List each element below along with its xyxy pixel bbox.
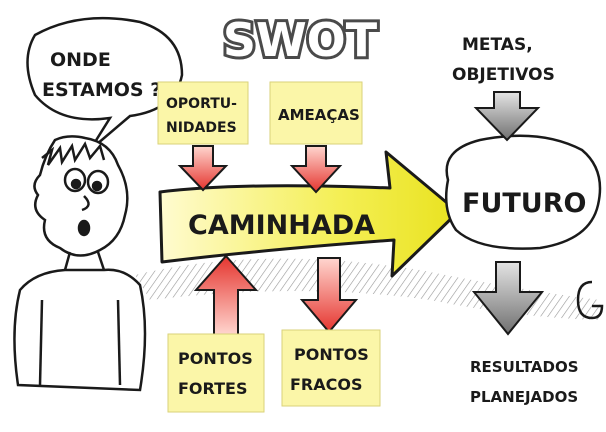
swot-title-text: SWOT <box>223 13 378 67</box>
strengths-note: PONTOS FORTES <box>167 333 265 413</box>
character-figure <box>13 135 147 392</box>
path-arrow: CAMINHADA <box>158 150 460 278</box>
strengths-arrow <box>193 254 259 336</box>
goals-arrow <box>473 91 541 142</box>
path-label: CAMINHADA <box>188 210 375 241</box>
future-label: FUTURO <box>462 188 586 219</box>
weaknesses-line-2: FRACOS <box>290 375 363 394</box>
weaknesses-note: PONTOS FRACOS <box>281 329 381 407</box>
results-label: RESULTADOS PLANEJADOS <box>470 358 579 406</box>
threats-arrow <box>289 145 343 194</box>
threats-label: AMEAÇAS <box>278 106 360 124</box>
opportunities-line-1: OPORTU- <box>166 96 237 112</box>
future-bubble: FUTURO <box>445 134 602 250</box>
edge-letter-fragment <box>576 280 604 320</box>
speech-line-2: ESTAMOS ? <box>42 79 161 101</box>
strengths-line-1: PONTOS <box>178 349 253 368</box>
speech-line-1: ONDE <box>50 49 111 71</box>
results-line-1: RESULTADOS <box>470 358 579 376</box>
opportunities-line-2: NIDADES <box>166 120 237 136</box>
strengths-line-2: FORTES <box>178 379 248 398</box>
goals-line-1: METAS, <box>462 35 533 55</box>
results-arrow <box>471 261 545 336</box>
goals-label: METAS, OBJETIVOS <box>452 35 555 85</box>
weaknesses-line-1: PONTOS <box>294 345 369 364</box>
weaknesses-arrow <box>299 257 359 334</box>
swot-title: SWOT <box>220 10 381 70</box>
threats-note: AMEAÇAS <box>269 81 363 145</box>
speech-bubble: ONDE ESTAMOS ? <box>26 16 184 151</box>
results-line-2: PLANEJADOS <box>470 388 578 406</box>
goals-line-2: OBJETIVOS <box>452 65 555 85</box>
opportunities-arrow <box>177 145 229 192</box>
opportunities-note: OPORTU- NIDADES <box>157 81 249 145</box>
